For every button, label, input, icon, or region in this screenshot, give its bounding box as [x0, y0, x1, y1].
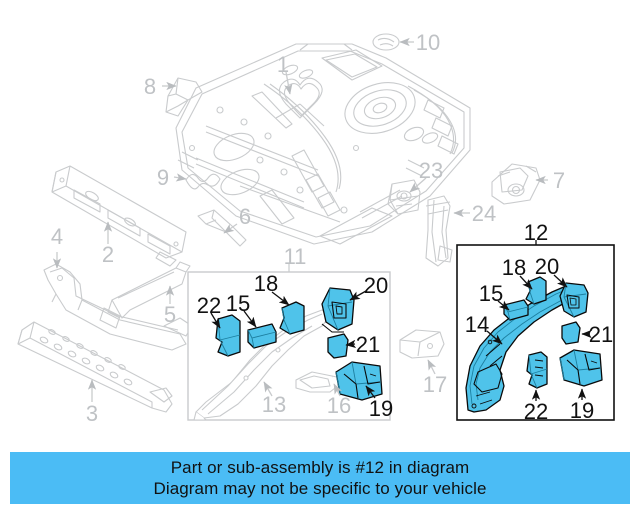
callout-1: 1	[277, 52, 289, 77]
part-24-bracket	[425, 195, 453, 267]
box-11-leader-lines	[210, 290, 376, 399]
callout-2: 2	[102, 242, 114, 267]
main-leader-lines	[52, 37, 548, 402]
callout-20b: 20	[535, 254, 559, 279]
callout-8: 8	[144, 74, 156, 99]
callout-22: 22	[197, 293, 221, 318]
callout-5: 5	[164, 302, 176, 327]
part-5-brace	[99, 261, 191, 329]
callout-21b: 21	[589, 322, 613, 347]
part-6-rod	[197, 209, 247, 247]
callout-19b: 19	[570, 398, 594, 423]
callout-12: 12	[524, 220, 548, 245]
callout-7: 7	[553, 168, 565, 193]
callout-20: 20	[364, 273, 388, 298]
info-banner: Part or sub-assembly is #12 in diagram D…	[10, 452, 630, 504]
callout-21: 21	[356, 332, 380, 357]
part-20b-highlighted	[559, 282, 589, 318]
part-18-highlighted	[279, 301, 305, 335]
callout-labels: 1 2 3 4 5 6 7 8 9 10 11 12 13 14 15 16 1…	[51, 30, 613, 426]
parts-diagram: 1 2 3 4 5 6 7 8 9 10 11 12 13 14 15 16 1…	[17, 30, 615, 426]
callout-15: 15	[226, 291, 250, 316]
callout-22b: 22	[524, 399, 548, 424]
part-1-floor-pan	[175, 43, 471, 245]
callout-10: 10	[416, 30, 440, 55]
part-10-clip	[372, 33, 400, 51]
box-11-grey-leaders	[263, 381, 343, 397]
part-23-bracket	[387, 179, 421, 215]
callout-15b: 15	[479, 281, 503, 306]
callout-13: 13	[262, 392, 286, 417]
callout-4: 4	[51, 224, 63, 249]
callout-18: 18	[254, 271, 278, 296]
part-2-crossmember	[51, 165, 187, 267]
part-17-bracket	[399, 329, 445, 359]
part-8-bracket	[165, 77, 203, 117]
part-19b-highlighted	[559, 349, 603, 387]
part-9-clip	[185, 173, 221, 190]
part-15-highlighted	[247, 323, 277, 349]
part-4-rail	[43, 263, 193, 351]
part-3-rail	[17, 321, 173, 413]
part-20-highlighted	[321, 287, 355, 333]
callout-17: 17	[423, 372, 447, 397]
banner-line-2: Diagram may not be specific to your vehi…	[153, 479, 487, 498]
box-12-leader-lines	[486, 274, 592, 401]
part-22-highlighted	[215, 314, 241, 357]
callout-16: 16	[327, 393, 351, 418]
part-21-highlighted	[327, 333, 349, 359]
banner-line-1: Part or sub-assembly is #12 in diagram	[170, 458, 470, 477]
callout-23: 23	[419, 158, 443, 183]
callout-6: 6	[239, 204, 251, 229]
callout-19: 19	[369, 396, 393, 421]
part-7-bracket	[491, 163, 541, 205]
callout-9: 9	[157, 165, 169, 190]
callout-3: 3	[86, 401, 98, 426]
callout-11: 11	[284, 244, 307, 269]
callout-14: 14	[465, 312, 489, 337]
callout-18b: 18	[502, 255, 526, 280]
callout-24: 24	[472, 201, 496, 226]
part-21b-highlighted	[561, 321, 581, 345]
box-12-highlighted-parts	[465, 276, 603, 413]
part-22b-highlighted	[526, 351, 548, 389]
